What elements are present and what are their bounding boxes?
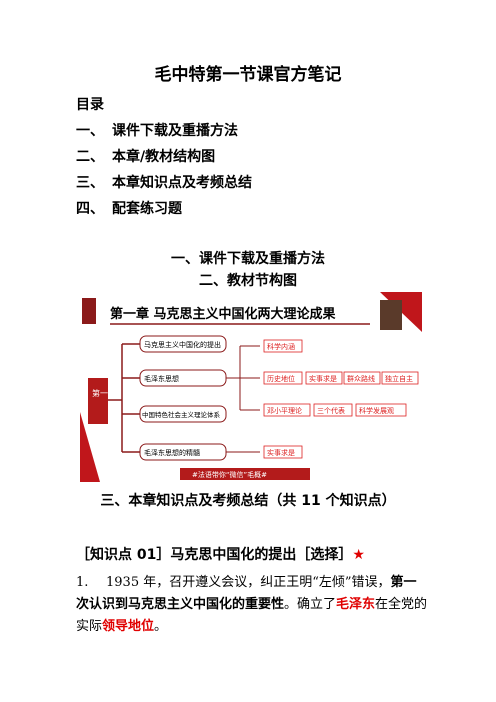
- figure-icon: [380, 300, 402, 330]
- section-heading-3: 三、本章知识点及考频总结（共 11 个知识点）: [100, 493, 396, 509]
- tag-1: 科学内涵: [267, 342, 295, 351]
- page-title: 毛中特第一节课官方笔记: [154, 65, 342, 85]
- chapter-tag: 第一章: [92, 388, 116, 398]
- tag-7: 三个代表: [317, 406, 345, 415]
- tag-3: 实事求是: [309, 374, 337, 383]
- tag-8: 科学发展观: [359, 406, 394, 415]
- tag-4: 群众路线: [347, 374, 375, 383]
- toc-item-4[interactable]: 四、配套练习题: [76, 201, 182, 217]
- toc-heading: 目录: [76, 97, 104, 113]
- node-label-3: 中国特色社会主义理论体系: [142, 410, 221, 419]
- tag-2: 历史地位: [267, 374, 295, 383]
- figure-heading: 第一章 马克思主义中国化两大理论成果: [110, 306, 336, 322]
- tag-5: 独立自主: [385, 374, 413, 383]
- knowledge-point-paragraph: 1.1935 年，召开遵义会议，纠正王明“左倾”错误，第一次认识到马克思主义中国…: [76, 575, 428, 634]
- tag-9: 实事求是: [267, 448, 295, 457]
- knowledge-point-title: ［知识点 01］马克思中国化的提出［选择］★: [76, 547, 365, 563]
- node-label-2: 毛泽东思想: [144, 374, 179, 383]
- section-heading-1: 一、课件下载及重播方法: [171, 251, 325, 267]
- logo-icon: [82, 298, 96, 324]
- toc-item-3[interactable]: 三、本章知识点及考频总结: [76, 175, 252, 191]
- star-icon: ★: [352, 547, 365, 563]
- node-label-1: 马克思主义中国化的提出: [144, 340, 221, 349]
- section-heading-2: 二、教材节构图: [199, 273, 297, 289]
- toc-item-1[interactable]: 一、课件下载及重播方法: [76, 123, 238, 139]
- node-label-4: 毛泽东思想的精髓: [144, 448, 200, 457]
- toc-item-2[interactable]: 二、本章/教材结构图: [76, 149, 216, 165]
- figure-footer: #法语带你“微信”毛概#: [192, 470, 267, 479]
- corner-decoration-bottom-left: [80, 412, 100, 482]
- tag-6: 邓小平理论: [267, 406, 302, 415]
- textbook-structure-figure: 第一章 马克思主义中国化两大理论成果 第一章 马克思主义中国化的提出 毛泽东思想…: [80, 292, 422, 482]
